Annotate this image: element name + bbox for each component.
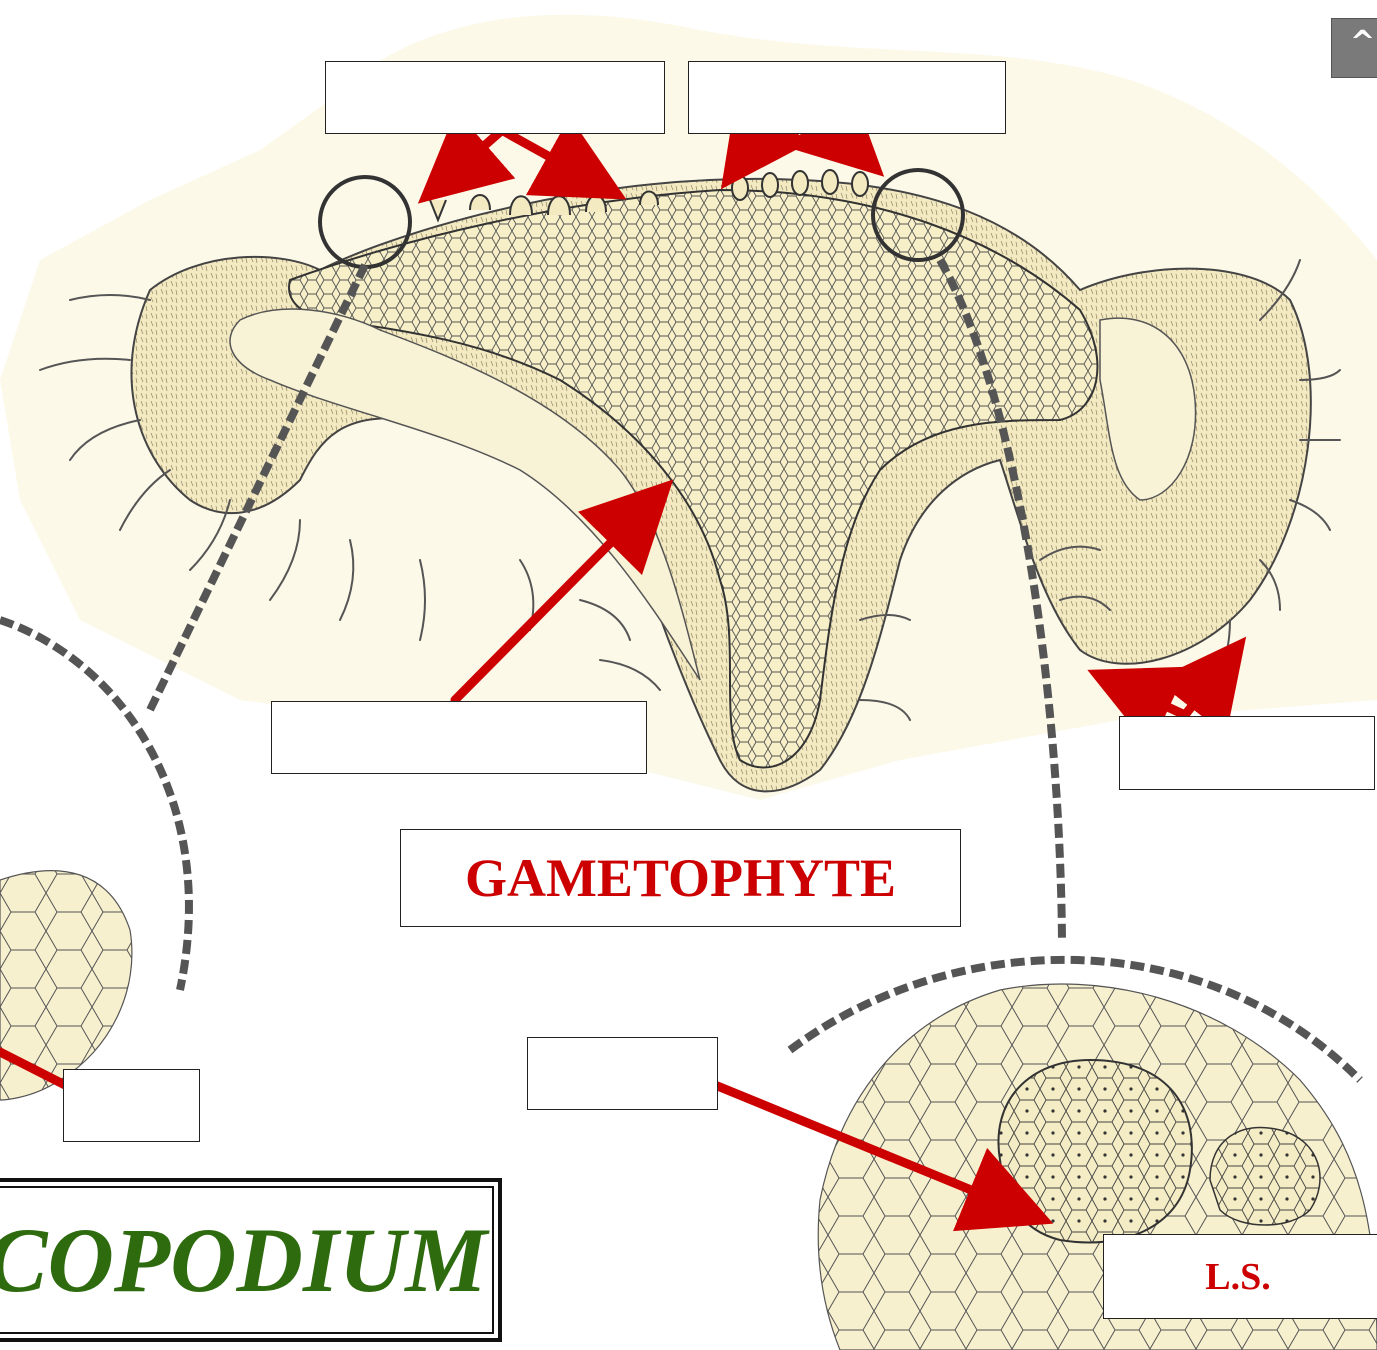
ls-label-text: L.S. — [1205, 1255, 1270, 1299]
antheridium-cells — [998, 1060, 1191, 1242]
blank-label-bottom-left[interactable] — [63, 1069, 200, 1142]
blank-label-right[interactable] — [1119, 716, 1375, 790]
blank-label-top-left[interactable] — [325, 61, 665, 134]
blank-label-top-right[interactable] — [688, 61, 1006, 134]
gametophyte-label: GAMETOPHYTE — [400, 829, 961, 927]
blank-label-middle-left[interactable] — [271, 701, 647, 774]
title-text: LYCOPODIUM — [0, 1214, 487, 1306]
gametophyte-label-text: GAMETOPHYTE — [465, 847, 896, 909]
antheridium-cells-2 — [1210, 1127, 1320, 1225]
blank-label-bottom-center[interactable] — [527, 1037, 718, 1110]
caret-up-icon: ^ — [1350, 25, 1375, 60]
ls-label: L.S. — [1103, 1234, 1377, 1319]
title-box: LYCOPODIUM — [0, 1178, 502, 1342]
scroll-up-button[interactable]: ^ — [1331, 18, 1377, 78]
title-box-inner: LYCOPODIUM — [0, 1186, 494, 1334]
